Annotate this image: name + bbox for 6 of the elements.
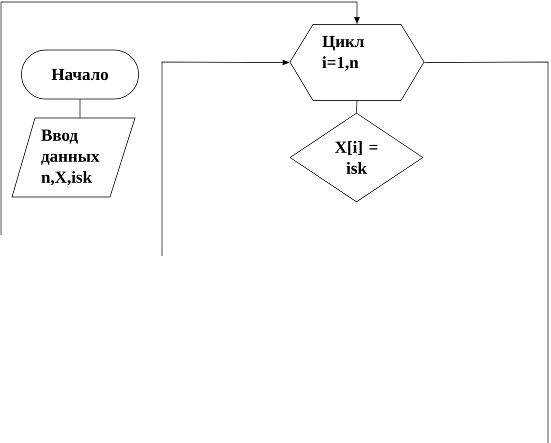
arrow	[0, 2, 360, 236]
connector-line	[424, 62, 548, 443]
terminal-box: Начало	[21, 50, 139, 100]
input-parallelogram: Ввод данных n,X,isk	[12, 118, 136, 198]
connector-line	[356, 100, 358, 113]
loop-hexagon: Цикл i=1,n	[290, 24, 424, 101]
